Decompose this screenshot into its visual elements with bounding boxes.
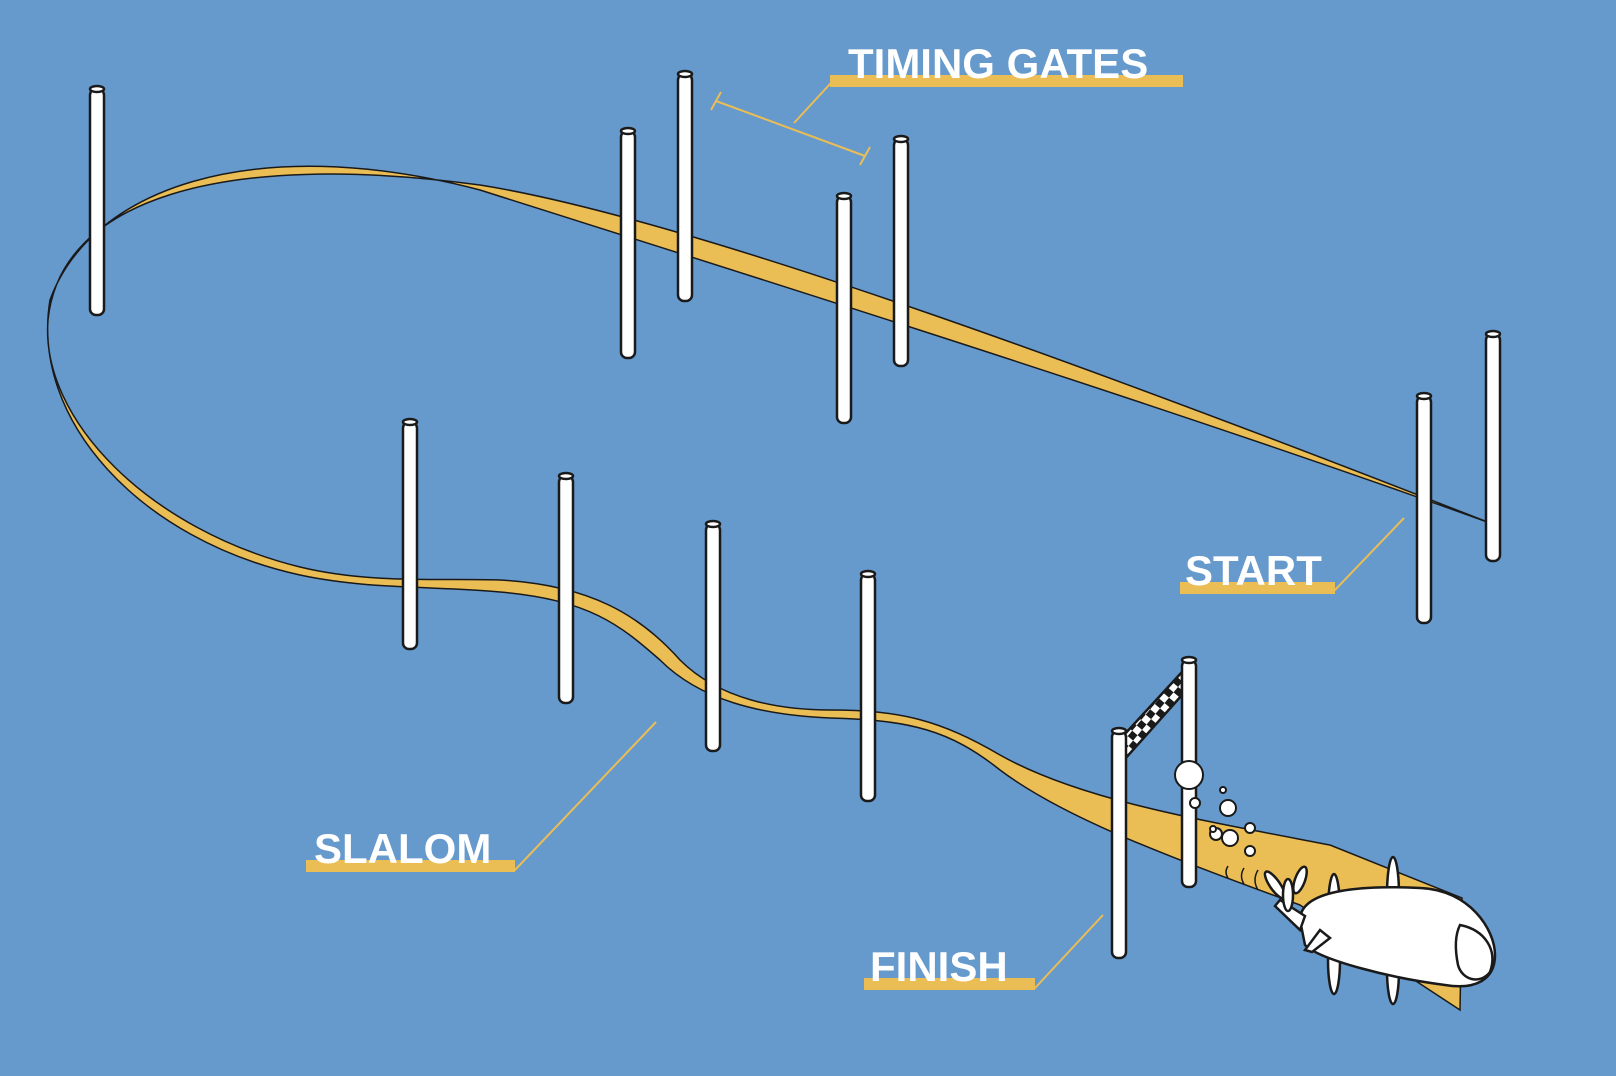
pole (1415, 391, 1433, 625)
pole (88, 84, 106, 317)
pole (1484, 329, 1502, 563)
pole (835, 191, 853, 425)
timing-gates-bracket (710, 91, 871, 166)
finish-label-bar (864, 978, 1035, 990)
start-label-bar (1180, 582, 1335, 594)
pole (619, 126, 637, 360)
underwater-vehicle-icon (1225, 855, 1497, 1006)
start-label: START (1185, 547, 1322, 594)
pole (557, 471, 575, 705)
bubbles-icon (1174, 760, 1256, 857)
finish-label: FINISH (870, 943, 1008, 990)
timing-gates-label-bar (830, 75, 1183, 87)
timing-gates-label: TIMING GATES (848, 40, 1148, 87)
pole-group-slalom (401, 417, 877, 803)
pole (859, 569, 877, 803)
slalom-label-bar (306, 860, 515, 872)
pole-group-back (88, 69, 1502, 625)
pole (676, 69, 694, 303)
pole (1110, 726, 1128, 960)
pole (704, 519, 722, 753)
slalom-label: SLALOM (314, 825, 491, 872)
pole (401, 417, 419, 651)
pole (892, 134, 910, 368)
